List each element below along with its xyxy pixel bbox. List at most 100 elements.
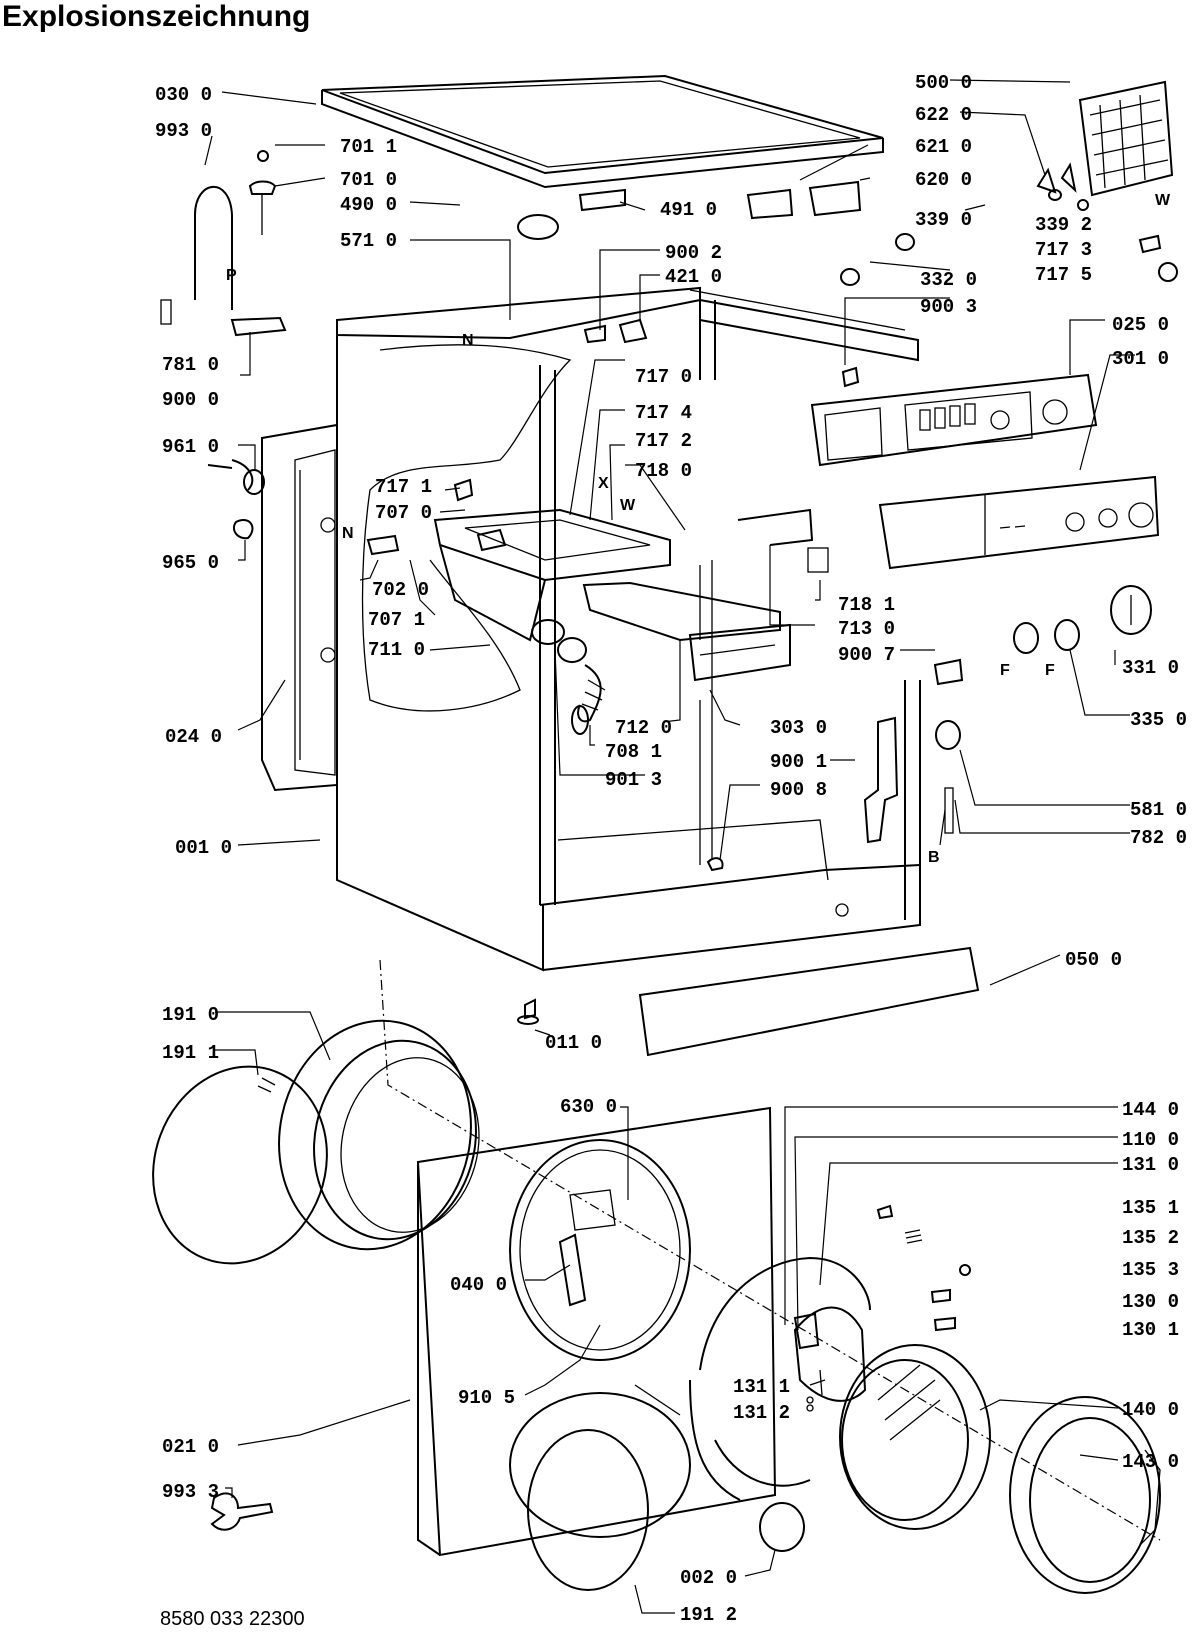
seal-clamp bbox=[152, 1065, 328, 1265]
label-781-0: 781 0 bbox=[162, 354, 219, 376]
label-040-0: 040 0 bbox=[450, 1274, 507, 1296]
label-993-3: 993 3 bbox=[162, 1481, 219, 1503]
label-021-0: 021 0 bbox=[162, 1436, 219, 1458]
label-620-0: 620 0 bbox=[915, 169, 972, 191]
marker-w-mid: W bbox=[620, 497, 636, 514]
spanner-tool bbox=[210, 1492, 274, 1531]
label-965-0: 965 0 bbox=[162, 552, 219, 574]
label-130-1: 130 1 bbox=[1122, 1319, 1179, 1341]
label-711-0: 711 0 bbox=[368, 639, 425, 661]
label-900-7: 900 7 bbox=[838, 644, 895, 666]
marker-n-top: N bbox=[462, 332, 474, 349]
label-191-2: 191 2 bbox=[680, 1604, 737, 1626]
drawing-code: 8580 033 22300 bbox=[160, 1608, 305, 1630]
label-130-0: 130 0 bbox=[1122, 1291, 1179, 1313]
label-135-3: 135 3 bbox=[1122, 1259, 1179, 1281]
label-622-0: 622 0 bbox=[915, 104, 972, 126]
label-331-0: 331 0 bbox=[1122, 657, 1179, 679]
leader-lines bbox=[204, 79, 1135, 1614]
marker-b: B bbox=[928, 849, 940, 866]
label-030-0: 030 0 bbox=[155, 84, 212, 106]
label-717-4: 717 4 bbox=[635, 402, 692, 424]
service-flap bbox=[759, 1502, 805, 1552]
front-panel bbox=[416, 1106, 777, 1557]
label-718-1: 718 1 bbox=[838, 594, 895, 616]
label-630-0: 630 0 bbox=[560, 1096, 617, 1118]
label-131-1: 131 1 bbox=[733, 1376, 790, 1398]
label-712-0: 712 0 bbox=[615, 717, 672, 739]
label-901-3: 901 3 bbox=[605, 769, 662, 791]
label-421-0: 421 0 bbox=[665, 266, 722, 288]
marker-w-right: W bbox=[1155, 192, 1171, 209]
label-024-0: 024 0 bbox=[165, 726, 222, 748]
small-parts bbox=[160, 150, 1178, 1416]
door-frame bbox=[689, 1256, 871, 1501]
electronic-module bbox=[1078, 80, 1174, 197]
side-rail bbox=[863, 716, 899, 844]
label-135-2: 135 2 bbox=[1122, 1227, 1179, 1249]
label-131-0: 131 0 bbox=[1122, 1154, 1179, 1176]
label-900-8: 900 8 bbox=[770, 779, 827, 801]
axis-line bbox=[379, 959, 1161, 1541]
part-labels: 030 0 993 0 701 1 701 0 490 0 491 0 571 … bbox=[155, 72, 1187, 1626]
door-outer-ring bbox=[1009, 1396, 1161, 1594]
knobs bbox=[1013, 585, 1152, 654]
label-717-0: 717 0 bbox=[635, 366, 692, 388]
label-571-0: 571 0 bbox=[340, 230, 397, 252]
label-332-0: 332 0 bbox=[920, 269, 977, 291]
label-701-1: 701 1 bbox=[340, 136, 397, 158]
label-143-0: 143 0 bbox=[1122, 1451, 1179, 1473]
label-490-0: 490 0 bbox=[340, 194, 397, 216]
label-131-2: 131 2 bbox=[733, 1402, 790, 1424]
label-702-0: 702 0 bbox=[372, 579, 429, 601]
detergent-area-outline bbox=[361, 344, 572, 712]
lower-gasket bbox=[527, 1429, 649, 1591]
label-708-1: 708 1 bbox=[605, 741, 662, 763]
label-910-5: 910 5 bbox=[458, 1387, 515, 1409]
label-900-1: 900 1 bbox=[770, 751, 827, 773]
label-301-0: 301 0 bbox=[1112, 348, 1169, 370]
marker-p: P bbox=[226, 267, 237, 284]
label-191-1: 191 1 bbox=[162, 1042, 219, 1064]
control-board bbox=[810, 373, 1098, 467]
label-144-0: 144 0 bbox=[1122, 1099, 1179, 1121]
label-050-0: 050 0 bbox=[1065, 949, 1122, 971]
label-707-0: 707 0 bbox=[375, 502, 432, 524]
plinth bbox=[638, 946, 980, 1057]
cabinet-body bbox=[336, 286, 921, 972]
label-782-0: 782 0 bbox=[1130, 827, 1187, 849]
drain-hose bbox=[531, 619, 606, 735]
reference-markers: P N N X W W F F B bbox=[226, 192, 1171, 866]
top-plate bbox=[321, 74, 884, 189]
marker-x: X bbox=[598, 475, 609, 492]
dispenser-housing bbox=[433, 508, 791, 682]
label-191-0: 191 0 bbox=[162, 1004, 219, 1026]
label-491-0: 491 0 bbox=[660, 199, 717, 221]
label-621-0: 621 0 bbox=[915, 136, 972, 158]
label-002-0: 002 0 bbox=[680, 1567, 737, 1589]
label-707-1: 707 1 bbox=[368, 609, 425, 631]
label-011-0: 011 0 bbox=[545, 1032, 602, 1054]
label-900-3: 900 3 bbox=[920, 296, 977, 318]
label-717-2: 717 2 bbox=[635, 430, 692, 452]
front-control-panel bbox=[878, 475, 1160, 570]
label-303-0: 303 0 bbox=[770, 717, 827, 739]
label-335-0: 335 0 bbox=[1130, 709, 1187, 731]
label-110-0: 110 0 bbox=[1122, 1129, 1179, 1151]
label-025-0: 025 0 bbox=[1112, 314, 1169, 336]
label-140-0: 140 0 bbox=[1122, 1399, 1179, 1421]
label-718-0: 718 0 bbox=[635, 460, 692, 482]
marker-n-left: N bbox=[342, 525, 354, 542]
label-135-1: 135 1 bbox=[1122, 1197, 1179, 1219]
marker-f-left: F bbox=[1000, 662, 1010, 679]
label-001-0: 001 0 bbox=[175, 837, 232, 859]
tub-seal bbox=[278, 1019, 480, 1251]
label-961-0: 961 0 bbox=[162, 436, 219, 458]
label-717-3: 717 3 bbox=[1035, 239, 1092, 261]
door-glass bbox=[839, 1344, 991, 1530]
label-339-0: 339 0 bbox=[915, 209, 972, 231]
label-993-0: 993 0 bbox=[155, 120, 212, 142]
label-581-0: 581 0 bbox=[1130, 799, 1187, 821]
marker-f-right: F bbox=[1045, 662, 1055, 679]
